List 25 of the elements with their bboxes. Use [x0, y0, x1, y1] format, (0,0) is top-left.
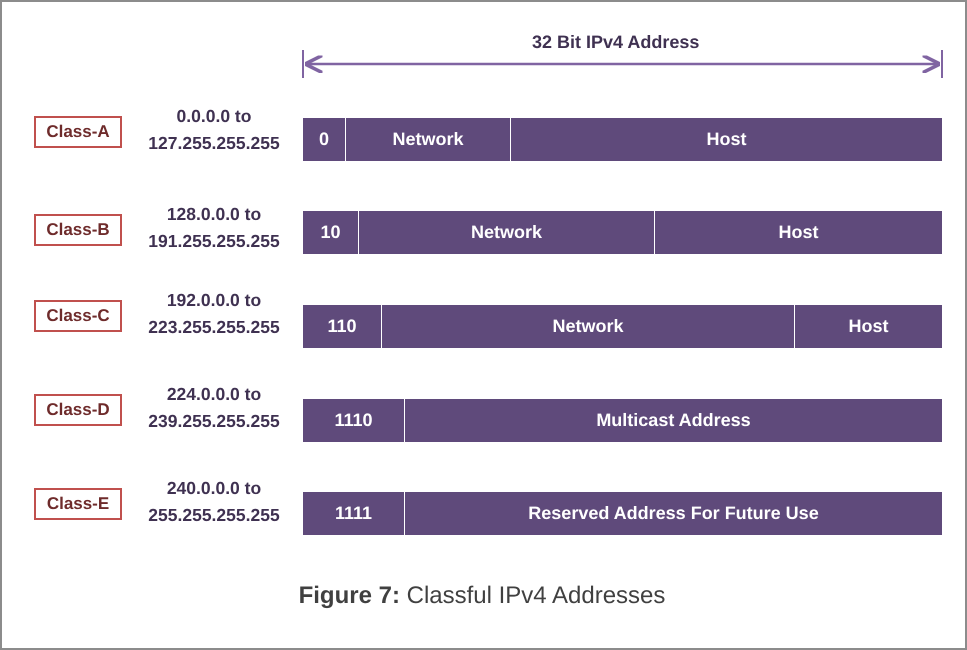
- bit-field-segment: Network: [381, 305, 794, 348]
- address-range: 192.0.0.0 to 223.255.255.255: [147, 289, 281, 339]
- bit-field-segment: 1111: [303, 492, 404, 535]
- address-range: 224.0.0.0 to 239.255.255.255: [147, 383, 281, 433]
- address-range: 128.0.0.0 to 191.255.255.255: [147, 203, 281, 253]
- bit-field-segment: 0: [303, 118, 345, 161]
- bit-field-segment: Network: [358, 211, 654, 254]
- bit-field-segment: 10: [303, 211, 358, 254]
- class-label-box: Class-B: [34, 214, 122, 246]
- class-label-box: Class-D: [34, 394, 122, 426]
- bit-field-segment: Reserved Address For Future Use: [404, 492, 942, 535]
- bit-field-segment: 1110: [303, 399, 404, 442]
- class-label-box: Class-C: [34, 300, 122, 332]
- address-range: 240.0.0.0 to 255.255.255.255: [147, 477, 281, 527]
- bit-field-segment: Network: [345, 118, 510, 161]
- bit-field-segment: Host: [794, 305, 942, 348]
- class-label-box: Class-E: [34, 488, 122, 520]
- bit-field-segment: Host: [654, 211, 942, 254]
- address-range: 0.0.0.0 to 127.255.255.255: [147, 105, 281, 155]
- dimension-label: 32 Bit IPv4 Address: [532, 32, 700, 53]
- figure-caption: Figure 7: Classful IPv4 Addresses: [298, 582, 666, 610]
- bit-field-segment: Multicast Address: [404, 399, 942, 442]
- bit-field-segment: 110: [303, 305, 381, 348]
- class-label-box: Class-A: [34, 116, 122, 148]
- bit-field-segment: Host: [510, 118, 942, 161]
